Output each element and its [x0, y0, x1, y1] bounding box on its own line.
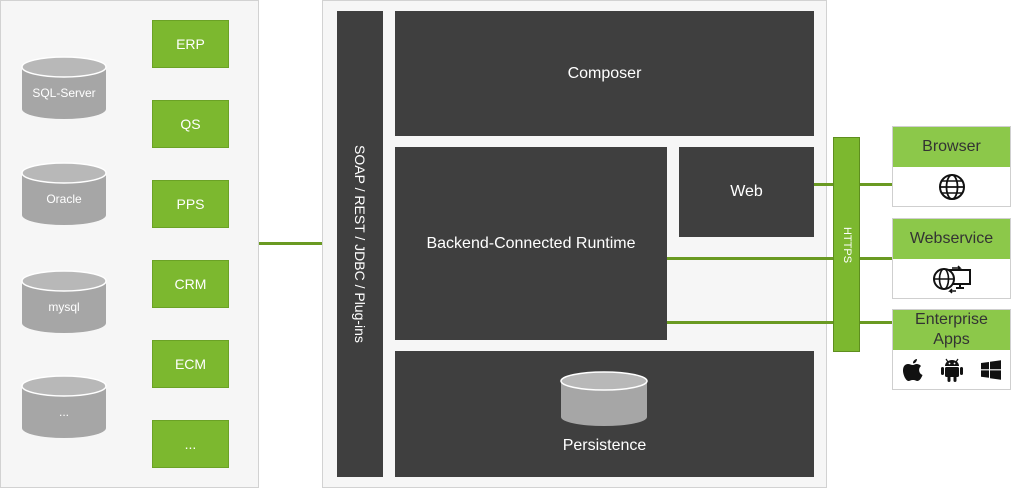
system-erp: ERP — [152, 20, 229, 68]
connector-https-webservice — [860, 257, 893, 260]
connector-https-browser — [860, 183, 893, 186]
system-crm: CRM — [152, 260, 229, 308]
client-browser: Browser — [892, 126, 1011, 207]
interface-bar: SOAP / REST / JDBC / Plug-ins — [337, 11, 383, 477]
database-cylinder-icon — [21, 375, 107, 438]
connector-https-enterprise — [860, 321, 893, 324]
system-more: ... — [152, 420, 229, 468]
system-qs: QS — [152, 100, 229, 148]
globe-icon — [938, 173, 965, 200]
database-more: ... — [21, 375, 107, 439]
persistence-database-icon — [560, 371, 648, 426]
https-bar: HTTPS — [833, 137, 860, 352]
connector-web-https — [814, 183, 833, 186]
client-webservice: Webservice — [892, 218, 1011, 299]
persistence-label: Persistence — [562, 437, 647, 454]
client-browser-label: Browser — [893, 127, 1010, 167]
database-cylinder-icon — [21, 56, 107, 119]
windows-icon — [980, 359, 1001, 380]
system-pps: PPS — [152, 180, 229, 228]
connector-runtime-enterprise — [667, 321, 833, 324]
database-oracle: Oracle — [21, 162, 107, 226]
https-label: HTTPS — [841, 226, 853, 264]
client-webservice-label: Webservice — [893, 219, 1010, 259]
database-label: Oracle — [46, 192, 82, 206]
globe-monitor-icon — [932, 264, 971, 294]
connector-runtime-webservice — [667, 257, 833, 260]
runtime-label: Backend-Connected Runtime — [426, 235, 636, 252]
database-cylinder-icon — [21, 270, 107, 333]
client-enterprise-apps-label: Enterprise Apps — [893, 310, 1010, 350]
database-mysql: mysql — [21, 270, 107, 334]
composer-box: Composer — [395, 11, 814, 136]
web-box: Web — [679, 147, 814, 237]
runtime-box: Backend-Connected Runtime — [395, 147, 667, 340]
interface-bar-label: SOAP / REST / JDBC / Plug-ins — [352, 145, 368, 343]
persistence-box: Persistence — [395, 351, 814, 477]
connector-sources-platform — [259, 242, 337, 245]
client-enterprise-apps: Enterprise Apps — [892, 309, 1011, 390]
database-label: ... — [58, 405, 69, 419]
database-label: mysql — [48, 300, 80, 314]
system-ecm: ECM — [152, 340, 229, 388]
database-label: SQL-Server — [32, 86, 96, 100]
apple-icon — [902, 358, 922, 381]
database-cylinder-icon — [21, 162, 107, 225]
android-icon — [940, 358, 963, 382]
database-sql-server: SQL-Server — [21, 56, 107, 120]
